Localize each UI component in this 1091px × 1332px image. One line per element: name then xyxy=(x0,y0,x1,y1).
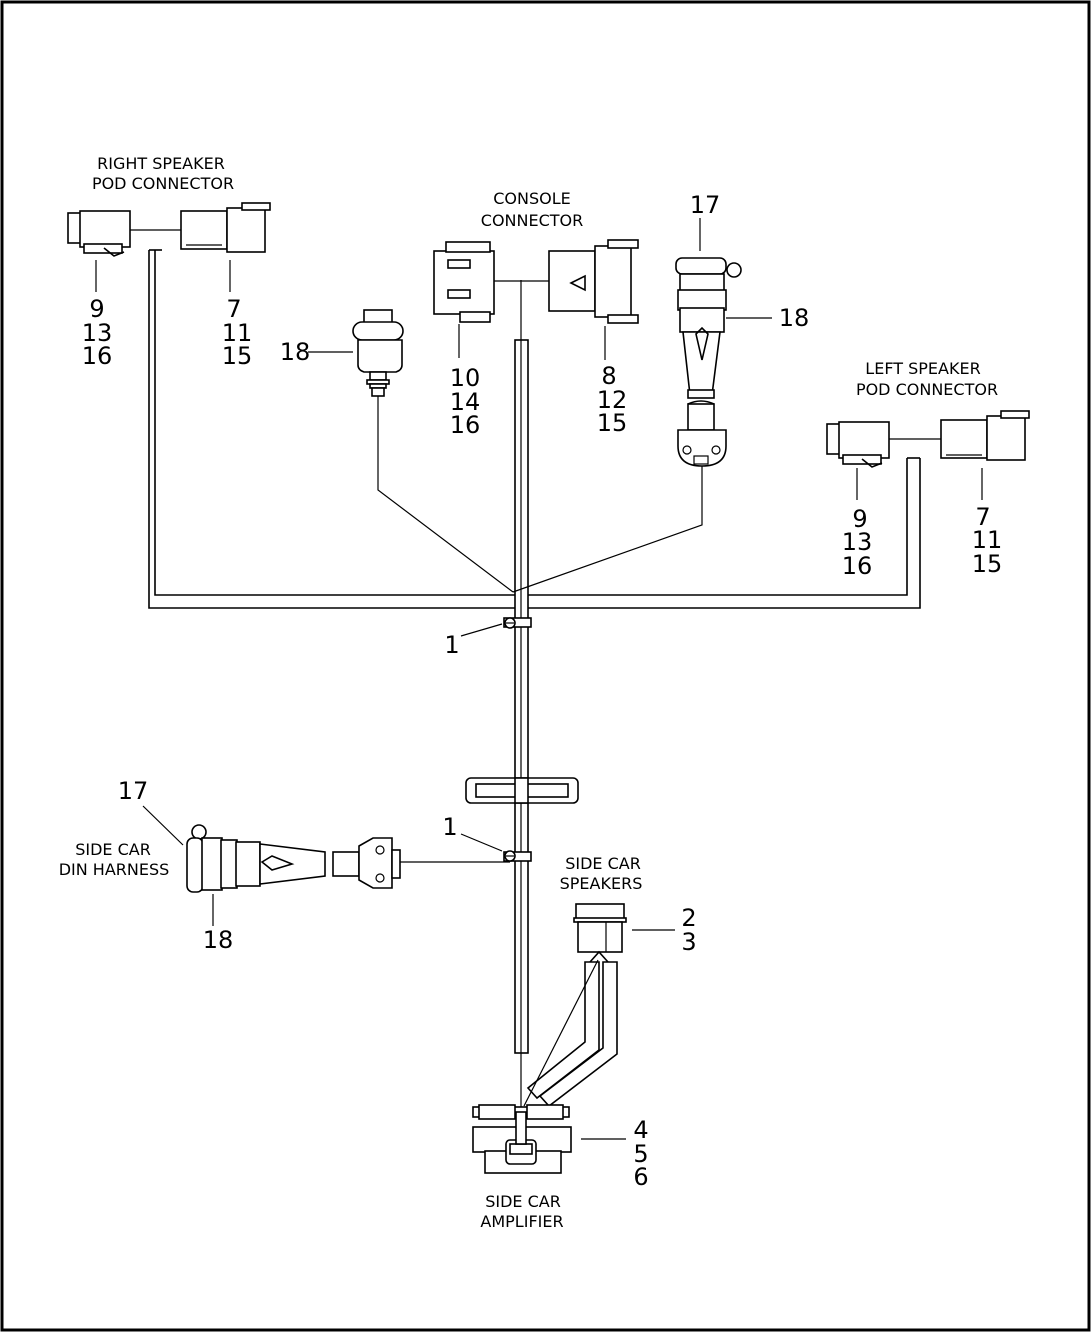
callout-side-din-18: 18 xyxy=(203,926,234,954)
svg-text:15: 15 xyxy=(222,342,253,370)
callout-plug-18: 18 xyxy=(280,338,311,366)
svg-text:13: 13 xyxy=(82,319,113,347)
left-speaker-pod-connector xyxy=(826,410,1030,500)
caption-left-speaker: LEFT SPEAKER POD CONNECTOR xyxy=(856,359,998,399)
callout-side-din-17: 17 xyxy=(118,777,149,805)
callout-console-left: 10 14 16 xyxy=(450,364,481,439)
svg-text:CONNECTOR: CONNECTOR xyxy=(481,211,583,230)
right-speaker-pod-connector xyxy=(67,202,271,292)
svg-text:13: 13 xyxy=(842,528,873,556)
svg-text:15: 15 xyxy=(597,409,628,437)
svg-text:SIDE CAR: SIDE CAR xyxy=(565,854,641,873)
callout-left-pod-right: 7 11 15 xyxy=(972,503,1003,578)
clip-upper xyxy=(460,617,532,637)
svg-text:5: 5 xyxy=(633,1140,648,1168)
side-car-din-harness xyxy=(142,805,510,926)
main-harness xyxy=(148,249,921,1108)
caption-console: CONSOLE CONNECTOR xyxy=(481,189,583,230)
callout-clip-lower: 1 xyxy=(442,813,457,841)
svg-text:3: 3 xyxy=(681,928,696,956)
callout-speakers: 2 3 xyxy=(681,904,696,956)
svg-text:DIN HARNESS: DIN HARNESS xyxy=(59,860,170,879)
svg-text:8: 8 xyxy=(601,362,616,390)
top-din-connector xyxy=(675,218,772,467)
svg-text:16: 16 xyxy=(82,342,113,370)
callout-console-right: 8 12 15 xyxy=(597,362,628,437)
side-car-amplifier xyxy=(472,1104,626,1174)
svg-text:7: 7 xyxy=(975,503,990,531)
svg-text:RIGHT SPEAKER: RIGHT SPEAKER xyxy=(97,154,225,173)
svg-text:15: 15 xyxy=(972,550,1003,578)
plug-connector-18 xyxy=(308,309,404,397)
svg-text:16: 16 xyxy=(450,411,481,439)
svg-text:11: 11 xyxy=(222,319,253,347)
svg-text:SIDE CAR: SIDE CAR xyxy=(485,1192,561,1211)
svg-text:CONSOLE: CONSOLE xyxy=(493,189,571,208)
callout-left-pod-left: 9 13 16 xyxy=(842,505,873,580)
callout-amplifier: 4 5 6 xyxy=(633,1116,648,1191)
svg-text:2: 2 xyxy=(681,904,696,932)
console-connector xyxy=(433,239,639,360)
caption-side-car-speakers: SIDE CAR SPEAKERS xyxy=(560,854,643,893)
svg-text:POD CONNECTOR: POD CONNECTOR xyxy=(92,174,234,193)
svg-text:7: 7 xyxy=(226,295,241,323)
callout-din-top-17: 17 xyxy=(690,191,721,219)
svg-text:SIDE CAR: SIDE CAR xyxy=(75,840,151,859)
svg-text:AMPLIFIER: AMPLIFIER xyxy=(480,1212,563,1231)
svg-text:LEFT SPEAKER: LEFT SPEAKER xyxy=(865,359,980,378)
svg-text:12: 12 xyxy=(597,386,628,414)
svg-text:POD CONNECTOR: POD CONNECTOR xyxy=(856,380,998,399)
svg-text:14: 14 xyxy=(450,388,481,416)
side-car-speakers-connector xyxy=(523,903,675,1108)
callout-din-top-18: 18 xyxy=(779,304,810,332)
clip-lower xyxy=(460,833,532,862)
svg-text:11: 11 xyxy=(972,526,1003,554)
svg-text:16: 16 xyxy=(842,552,873,580)
svg-text:9: 9 xyxy=(89,295,104,323)
svg-text:10: 10 xyxy=(450,364,481,392)
svg-text:6: 6 xyxy=(633,1163,648,1191)
callout-clip-upper: 1 xyxy=(444,631,459,659)
svg-text:SPEAKERS: SPEAKERS xyxy=(560,874,643,893)
svg-text:4: 4 xyxy=(633,1116,648,1144)
svg-text:9: 9 xyxy=(852,505,867,533)
caption-side-car-amplifier: SIDE CAR AMPLIFIER xyxy=(480,1192,563,1231)
callout-right-pod-right: 7 11 15 xyxy=(222,295,253,370)
caption-right-speaker: RIGHT SPEAKER POD CONNECTOR xyxy=(92,154,234,193)
callout-right-pod-left: 9 13 16 xyxy=(82,295,113,370)
caption-side-car-din: SIDE CAR DIN HARNESS xyxy=(59,840,170,879)
